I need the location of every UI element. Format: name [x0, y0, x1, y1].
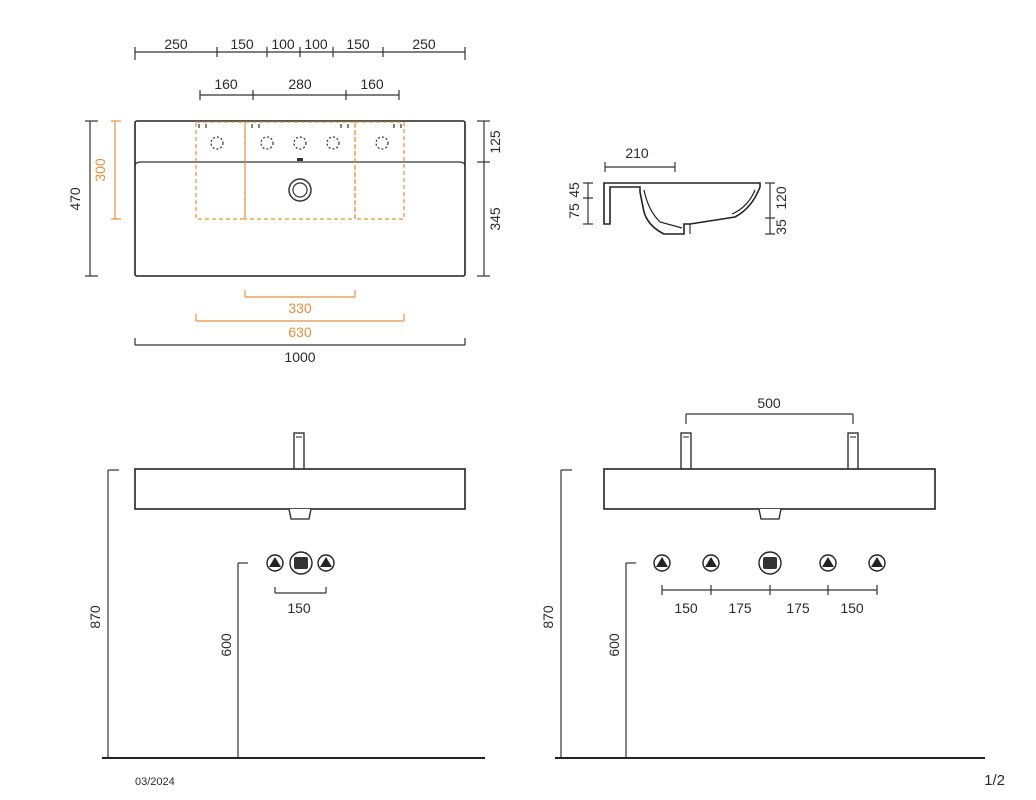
dim-top-3: 100	[271, 36, 295, 52]
dim-right-lower: 345	[487, 207, 503, 231]
tap-zone-left	[195, 121, 246, 220]
drain-icon	[288, 178, 312, 202]
tap-hole-3-icon	[293, 136, 307, 150]
dim-front-left-spacing: 150	[287, 600, 311, 616]
tap-zone-right	[354, 121, 405, 220]
dim-second-3: 160	[360, 76, 384, 92]
dim-top-5: 150	[346, 36, 370, 52]
dim-section-left-a: 75	[566, 203, 582, 219]
footer-page: 1/2	[984, 772, 1005, 789]
front-view-right: 500 150 175 175 150 870	[540, 395, 985, 759]
dim-bottom-orange-1: 330	[288, 300, 312, 316]
dim-front-right-spacing-3: 175	[786, 600, 810, 616]
tap-hole-4-icon	[326, 136, 340, 150]
dim-right-upper: 125	[487, 130, 503, 154]
tap-hole-5-icon	[375, 136, 389, 150]
basin-front-left	[134, 468, 466, 510]
dim-top-6: 250	[412, 36, 436, 52]
dim-front-left-outlet: 600	[218, 633, 234, 657]
dim-section-top: 210	[625, 145, 649, 161]
basin-front-right	[603, 468, 936, 510]
dim-front-right-spacing-1: 150	[674, 600, 698, 616]
dim-bottom-total: 1000	[284, 349, 315, 365]
dim-front-right-total: 870	[540, 605, 556, 629]
section-profile	[603, 182, 761, 235]
front-view-left: 150 870 600	[87, 432, 485, 759]
section-view: 210 75 45 35 120	[566, 145, 789, 235]
dim-front-right-spacing-2: 175	[728, 600, 752, 616]
dim-front-right-tap-spacing: 500	[757, 395, 781, 411]
tap-hole-2-icon	[260, 136, 274, 150]
dim-front-left-total: 870	[87, 605, 103, 629]
fittings-right	[653, 551, 886, 575]
dim-bottom-orange-2: 630	[288, 324, 312, 340]
dim-section-right-a: 35	[773, 219, 789, 235]
tap-left	[293, 432, 305, 471]
top-view: 250 150 100 100 150 250 160 280 160	[67, 36, 503, 365]
tap-right-1	[680, 432, 692, 471]
dim-second-1: 160	[214, 76, 238, 92]
dim-section-right-b: 120	[773, 186, 789, 210]
dim-top-2: 150	[230, 36, 254, 52]
dim-front-right-spacing-4: 150	[840, 600, 864, 616]
dim-section-left-b: 45	[566, 182, 582, 198]
footer-date: 03/2024	[135, 776, 175, 788]
tap-right-2	[847, 432, 859, 471]
dim-second-2: 280	[288, 76, 312, 92]
dim-left-orange: 300	[92, 158, 108, 182]
fittings-left	[266, 551, 335, 575]
tap-hole-1-icon	[210, 136, 224, 150]
dim-front-right-outlet: 600	[606, 633, 622, 657]
tap-zone-center	[244, 121, 356, 220]
dim-top-4: 100	[304, 36, 328, 52]
dim-top-1: 250	[164, 36, 188, 52]
dim-left-total: 470	[67, 187, 83, 211]
